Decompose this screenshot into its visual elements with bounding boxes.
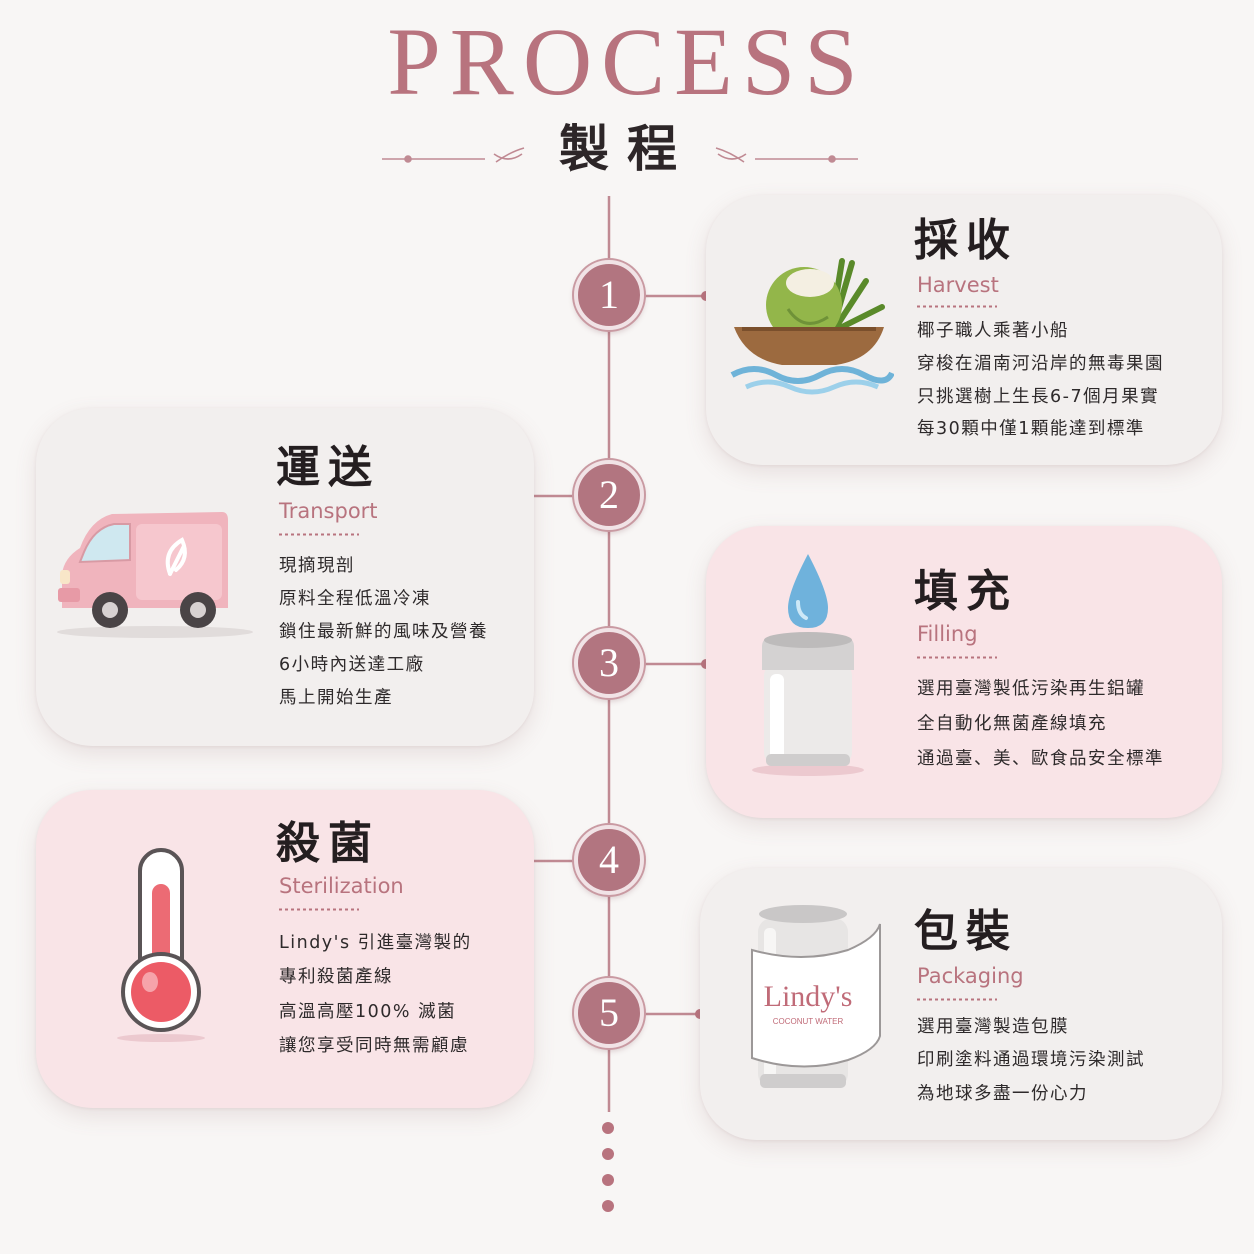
step-number-4: 4 [574,825,644,895]
step-text-line: Lindy's 引進臺灣製的 [279,933,472,953]
step-text-line: 選用臺灣製造包膜 [917,1017,1069,1037]
step-text-line: 穿梭在湄南河沿岸的無毒果園 [917,354,1164,374]
step-text-line: 印刷塗料通過環境污染測試 [917,1050,1145,1070]
water-drop-can-icon [752,554,864,776]
dotted-divider [917,998,997,1001]
step-card-harvest: 採收 Harvest 椰子職人乘著小船 穿梭在湄南河沿岸的無毒果園 只挑選樹上生… [706,195,1222,465]
step-title-zh: 運送 [276,442,380,493]
step-text-line: 專利殺菌產線 [279,967,393,987]
step-number-2: 2 [574,460,644,530]
step-number-5: 5 [574,978,644,1048]
dotted-divider [917,305,997,308]
step-text-line: 高溫高壓100% 滅菌 [279,1002,457,1022]
step-text-line: 鎖住最新鮮的風味及營養 [279,622,488,642]
dotted-divider [917,656,997,659]
step-card-packaging: Lindy's COCONUT WATER 包裝 Packaging 選用臺灣製… [700,868,1222,1140]
delivery-van-icon [57,512,253,638]
step-card-filling: 填充 Filling 選用臺灣製低污染再生鋁罐 全自動化無菌產線填充 通過臺、美… [706,526,1222,818]
step-text-line: 現摘現剖 [279,556,355,576]
thermometer-icon [117,848,205,1042]
step-card-transport: 運送 Transport 現摘現剖 原料全程低溫冷凍 鎖住最新鮮的風味及營養 6… [36,408,534,746]
step-text-line: 椰子職人乘著小船 [917,321,1069,341]
step-number-3: 3 [574,628,644,698]
step-number-1: 1 [574,260,644,330]
step-title-en: Transport [279,499,378,523]
can-brand-label: Lindy's [764,980,853,1013]
step-card-sterilization: 殺菌 Sterilization Lindy's 引進臺灣製的 專利殺菌產線 高… [36,790,534,1108]
step-text-line: 每30顆中僅1顆能達到標準 [917,419,1145,439]
step-text-line: 只挑選樹上生長6-7個月果實 [917,387,1160,407]
step-text-line: 選用臺灣製低污染再生鋁罐 [917,679,1145,699]
step-title-en: Filling [917,622,978,646]
step-text-line: 全自動化無菌產線填充 [917,714,1107,734]
dotted-divider [279,533,359,536]
step-title-zh: 填充 [914,566,1018,617]
step-title-zh: 採收 [914,215,1018,266]
step-title-en: Packaging [917,964,1024,988]
step-title-en: Harvest [917,273,999,297]
labeled-can-icon: Lindy's COCONUT WATER [751,905,881,1088]
title-ornament [382,147,858,163]
step-text-line: 馬上開始生產 [279,688,393,708]
step-text-line: 原料全程低溫冷凍 [279,589,431,609]
coconut-boat-icon [730,258,894,395]
dotted-divider [279,908,359,911]
step-text-line: 讓您享受同時無需顧慮 [279,1036,469,1056]
step-text-line: 6小時內送達工廠 [279,655,425,675]
step-title-en: Sterilization [279,874,404,898]
page-title-zh: 製程 [559,119,695,178]
step-text-line: 通過臺、美、歐食品安全標準 [917,749,1164,769]
step-title-zh: 包裝 [914,906,1018,957]
can-brand-sublabel: COCONUT WATER [773,1017,844,1026]
step-text-line: 為地球多盡一份心力 [917,1084,1088,1104]
page-title-en: PROCESS [387,8,867,115]
step-title-zh: 殺菌 [276,818,380,869]
